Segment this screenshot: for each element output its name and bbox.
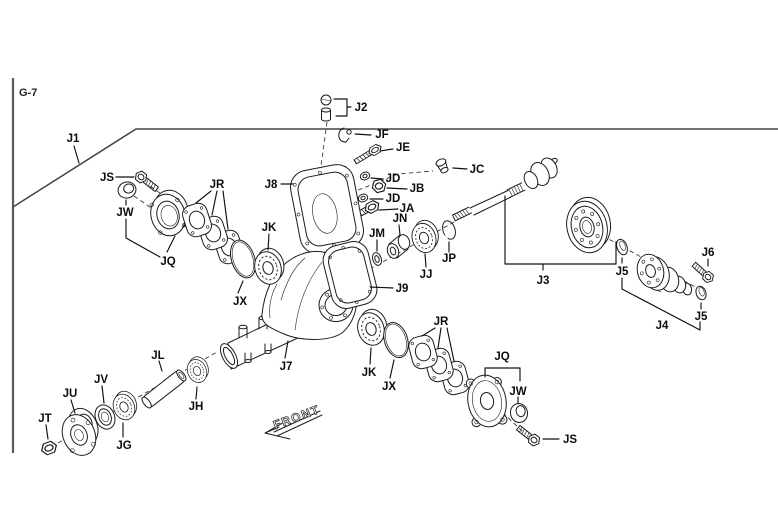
part-j5-right-cone-drawing (695, 285, 707, 301)
callout-j4: J4 (656, 320, 669, 332)
part-j3-pinion-shaft-drawing (452, 157, 558, 222)
part-jv-seal-drawing (94, 404, 116, 430)
callout-jh: JH (189, 401, 204, 413)
part-j4-diff-case-drawing (636, 253, 693, 296)
callout-jp: JP (442, 253, 456, 265)
callout-j9: J9 (396, 283, 409, 295)
part-jx-right-shim-drawing (383, 322, 409, 358)
callout-j8: J8 (265, 179, 278, 191)
part-jp-snap-ring-drawing (442, 220, 456, 241)
callout-jm: JM (369, 228, 385, 240)
callout-jd-upper: JD (386, 173, 401, 185)
callout-jf: JF (375, 129, 388, 141)
part-jw-right-seal-drawing (509, 403, 529, 423)
part-jn-spacer-drawing (386, 234, 411, 259)
part-jt-nut-drawing (39, 439, 59, 457)
callout-j6: J6 (702, 247, 715, 259)
callout-jx-left: JX (233, 296, 247, 308)
callout-jb: JB (410, 183, 425, 195)
callout-jr-right: JR (434, 316, 449, 328)
part-j5-left-cone-drawing (616, 238, 628, 256)
part-jd-upper-washer-drawing (358, 170, 372, 182)
part-je-bolt-drawing (353, 143, 383, 166)
part-jq-left-retainer-drawing (149, 189, 189, 237)
callout-jv: JV (94, 374, 108, 386)
callout-jr-left: JR (210, 179, 225, 191)
part-jm-washer-drawing (372, 252, 382, 266)
part-ju-flange-drawing (61, 407, 99, 456)
callout-jn: JN (393, 213, 408, 225)
callout-labels: G-7 J1 J2 JF JE JC JD JB JD JA J8 JN JM … (19, 87, 714, 452)
callout-ju: JU (63, 388, 78, 400)
callout-jd-lower: JD (386, 193, 401, 205)
callout-jk-right: JK (362, 367, 377, 379)
part-jd-lower-washer-drawing (356, 192, 370, 204)
part-drawings (39, 94, 716, 457)
part-jc-breather-drawing (435, 158, 449, 174)
page-frame (11, 78, 778, 453)
part-jw-left-seal-drawing (117, 181, 137, 199)
callout-ja: JA (400, 203, 415, 215)
part-j8-cover-drawing (290, 164, 364, 254)
part-jx-left-shim-drawing (230, 239, 256, 279)
front-arrow-label: FRONT (271, 402, 322, 432)
callout-jt: JT (38, 413, 51, 425)
page-code-label: G-7 (19, 87, 37, 99)
leader-lines (45, 98, 709, 440)
part-j6-bolt-drawing (691, 261, 716, 285)
callout-je: JE (396, 142, 410, 154)
part-jf-drawing (338, 127, 352, 143)
callout-jq-right: JQ (494, 351, 509, 363)
callout-j7: J7 (280, 361, 293, 373)
part-js-left-bolt-drawing (133, 169, 160, 193)
part-jq-right-retainer-drawing (465, 374, 508, 428)
callout-jw-left: JW (116, 207, 133, 219)
callout-jx-right: JX (382, 381, 396, 393)
callout-j2: J2 (355, 102, 368, 114)
part-j9-gasket-drawing (322, 241, 378, 309)
callout-j5-left: J5 (616, 266, 629, 278)
callout-jq-left: JQ (160, 256, 175, 268)
front-direction-arrow: FRONT (264, 402, 323, 440)
callout-j3: J3 (537, 275, 550, 287)
callout-jw-right: JW (509, 386, 526, 398)
callout-js-right: JS (563, 434, 577, 446)
callout-jk-left: JK (262, 222, 277, 234)
callout-jj: JJ (420, 269, 433, 281)
part-j2-plug-drawing (320, 94, 332, 122)
part-jh-bearing-drawing (182, 353, 213, 386)
callout-jl: JL (151, 350, 164, 362)
callout-js-left: JS (100, 172, 114, 184)
callout-j1: J1 (67, 133, 80, 145)
callout-jc: JC (470, 164, 485, 176)
callout-j5-right: J5 (695, 311, 708, 323)
part-jl-spacer-drawing (141, 369, 187, 409)
part-jr-right-shim-1-drawing (406, 332, 440, 372)
callout-jg: JG (116, 440, 131, 452)
part-j3-ring-gear-drawing (566, 196, 612, 254)
part-js-right-bolt-drawing (515, 424, 542, 448)
part-jj-bearing-drawing (407, 216, 444, 257)
